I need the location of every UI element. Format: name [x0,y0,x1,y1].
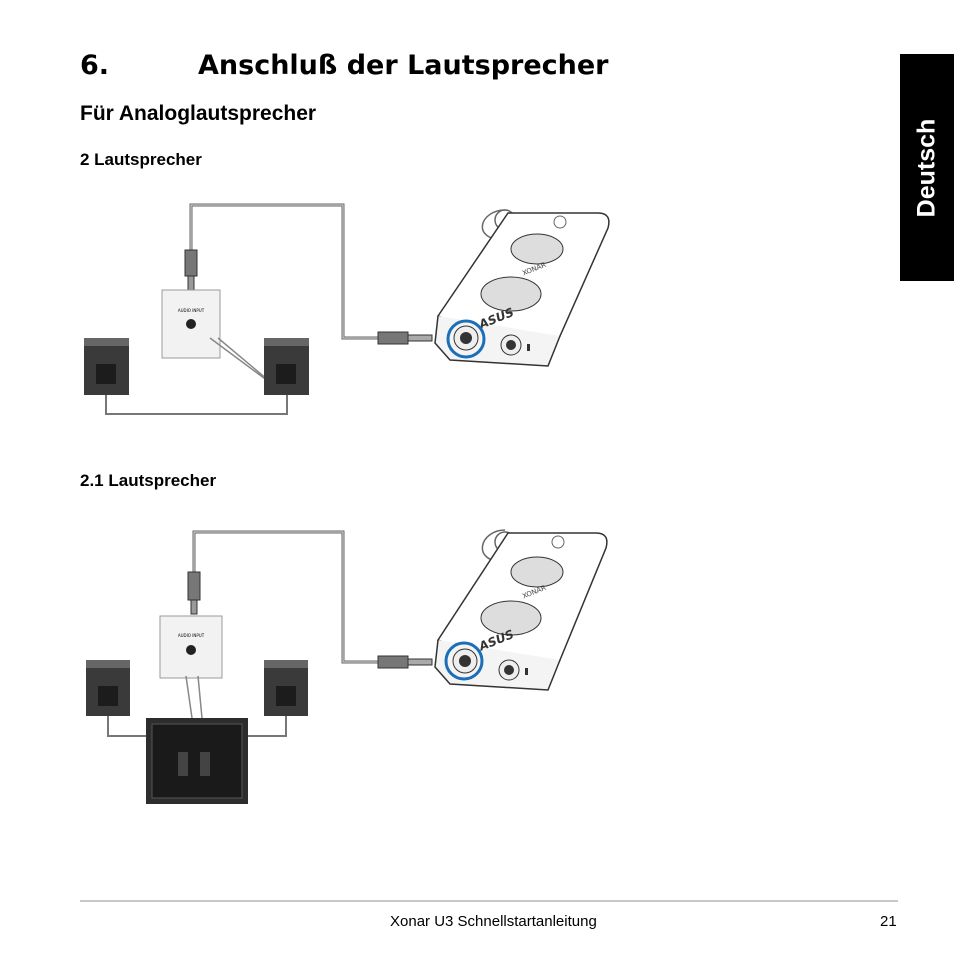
footer-rule [80,900,898,902]
speaker-right-icon [264,338,309,395]
section-title: Anschluß der Lautsprecher [198,50,609,81]
output-jack-highlight-2 [444,641,484,681]
subwoofer-icon [146,718,248,804]
language-tab: Deutsch [900,54,954,281]
diagram-2-speakers: AUDIO INPUT XONAR ASUS [84,203,610,415]
subheading: Für Analoglautsprecher [80,102,317,125]
section-number: 6. [80,50,110,81]
speaker-left-icon [84,338,129,395]
satellite-left-icon [86,660,130,716]
page-number: 21 [880,913,897,930]
language-tab-label: Deutsch [912,118,941,217]
diagram-label-2-speakers: 2 Lautsprecher [80,150,202,169]
xonar-device-icon: XONAR ASUS [434,209,610,367]
jack-label: AUDIO INPUT [178,308,205,313]
xonar-device-icon-2: XONAR ASUS [434,529,608,691]
diagram-label-21-speakers: 2.1 Lautsprecher [80,471,217,490]
diagram-21-speakers: AUDIO INPUT XONAR ASUS [86,529,608,804]
output-jack-highlight [446,319,486,359]
jack-label-2: AUDIO INPUT [178,633,205,638]
footer-title: Xonar U3 Schnellstartanleitung [390,913,597,930]
satellite-right-icon [264,660,308,716]
